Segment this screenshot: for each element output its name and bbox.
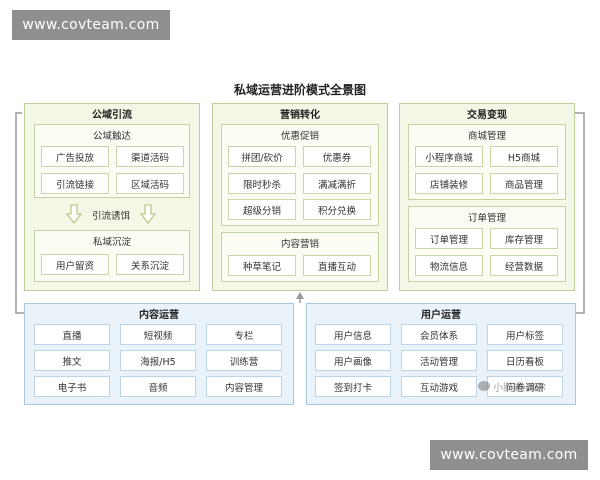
- item-business-data: 经营数据: [490, 255, 558, 276]
- item-check-in: 签到打卡: [315, 376, 391, 397]
- item-live-stream: 直播: [34, 324, 110, 345]
- subpanel-mall-management-header: 商城管理: [467, 131, 506, 142]
- panel-trade-monetization-header: 交易变现: [467, 110, 507, 121]
- item-content-management: 内容管理: [206, 376, 282, 397]
- item-flash-sale: 限时秒杀: [228, 173, 296, 194]
- item-user-info: 用户信息: [315, 324, 391, 345]
- item-points-exchange: 积分兑换: [303, 199, 371, 220]
- item-super-distribution: 超级分销: [228, 199, 296, 220]
- item-activity-management: 活动管理: [401, 350, 477, 371]
- item-logistics-info: 物流信息: [415, 255, 483, 276]
- item-article: 推文: [34, 350, 110, 371]
- logo-watermark-text: 小鹅通·涂尔: [493, 382, 547, 394]
- item-relation-settle: 关系沉淀: [116, 254, 184, 275]
- item-order-management: 订单管理: [415, 228, 483, 249]
- panel-marketing-conversion-header: 营销转化: [280, 110, 320, 121]
- item-traffic-link: 引流链接: [41, 173, 109, 194]
- item-h5-mall: H5商城: [490, 146, 558, 167]
- lure-label: 引流诱饵: [91, 211, 130, 222]
- item-short-video: 短视频: [120, 324, 196, 345]
- diagram-title: 私域运营进阶模式全景图: [233, 83, 366, 97]
- item-channel-qrcode: 渠道活码: [116, 146, 184, 167]
- watermark-top: www.covteam.com: [12, 10, 170, 40]
- item-seeding-notes: 种草笔记: [228, 255, 296, 276]
- item-training-camp: 训练营: [206, 350, 282, 371]
- item-interactive-game: 互动游戏: [401, 376, 477, 397]
- panel-content-operations-header: 内容运营: [139, 310, 179, 321]
- panel-user-operations-header: 用户运营: [421, 310, 461, 321]
- item-coupon: 优惠券: [303, 146, 371, 167]
- item-membership: 会员体系: [401, 324, 477, 345]
- item-full-reduction: 满减满折: [303, 173, 371, 194]
- item-live-interaction: 直播互动: [303, 255, 371, 276]
- item-user-tags: 用户标签: [487, 324, 563, 345]
- subpanel-private-settle-header: 私域沉淀: [92, 237, 131, 248]
- wechat-logo-icon: [478, 381, 490, 391]
- item-user-leads: 用户留资: [41, 254, 109, 275]
- item-user-portrait: 用户画像: [315, 350, 391, 371]
- watermark-bottom: www.covteam.com: [430, 440, 588, 470]
- item-store-decoration: 店铺装修: [415, 173, 483, 194]
- item-group-bargain: 拼团/砍价: [228, 146, 296, 167]
- item-product-management: 商品管理: [490, 173, 558, 194]
- item-audio: 音频: [120, 376, 196, 397]
- item-ebook: 电子书: [34, 376, 110, 397]
- subpanel-public-touch-header: 公域触达: [92, 131, 131, 142]
- down-arrow-icon: [140, 204, 156, 224]
- item-column: 专栏: [206, 324, 282, 345]
- item-calendar-board: 日历看板: [487, 350, 563, 371]
- item-poster-h5: 海报/H5: [120, 350, 196, 371]
- subpanel-content-marketing-header: 内容营销: [280, 239, 319, 250]
- item-region-qrcode: 区域活码: [116, 173, 184, 194]
- item-inventory-management: 库存管理: [490, 228, 558, 249]
- item-ad-placement: 广告投放: [41, 146, 109, 167]
- down-arrow-icon: [66, 204, 82, 224]
- subpanel-order-management-header: 订单管理: [467, 213, 506, 224]
- logo-watermark: 小鹅通·涂尔: [478, 377, 578, 395]
- item-mini-program-mall: 小程序商城: [415, 146, 483, 167]
- subpanel-promotion-header: 优惠促销: [280, 131, 319, 142]
- panel-public-traffic-header: 公域引流: [92, 110, 132, 121]
